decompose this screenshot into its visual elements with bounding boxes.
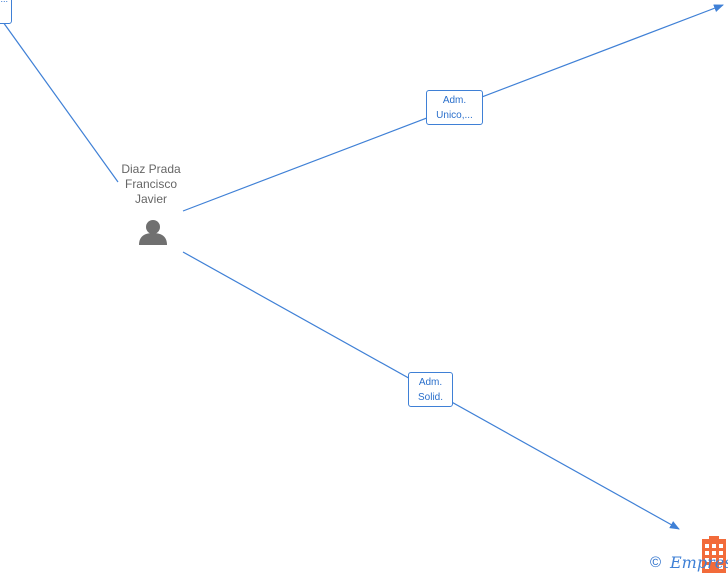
- role-label-adm-unico[interactable]: Adm. Unico,...: [426, 90, 483, 125]
- role-label-adm-solid[interactable]: Adm. Solid.: [408, 372, 453, 407]
- role-label-line-1: Adm.: [442, 95, 467, 106]
- role-label-line-1: Adm.: [418, 377, 443, 388]
- person-name[interactable]: Diaz Prada Francisco Javier: [96, 162, 206, 207]
- partial-company-node[interactable]: ...: [0, 0, 12, 24]
- role-label-line-2: Solid.: [417, 392, 443, 403]
- person-name-line-2: Francisco: [124, 177, 177, 191]
- person-name-line-1: Diaz Prada: [121, 162, 181, 176]
- role-label-line-2: Unico,...: [436, 110, 473, 121]
- copyright-symbol: ©: [650, 554, 662, 571]
- building-icon[interactable]: [702, 536, 726, 573]
- edge-to-upper-left-node: [2, 21, 119, 183]
- person-icon[interactable]: [139, 220, 167, 245]
- brand-logo[interactable]: Empresia: [670, 553, 728, 572]
- partial-node-text: ...: [0, 0, 8, 4]
- person-name-line-3: Javier: [134, 192, 167, 206]
